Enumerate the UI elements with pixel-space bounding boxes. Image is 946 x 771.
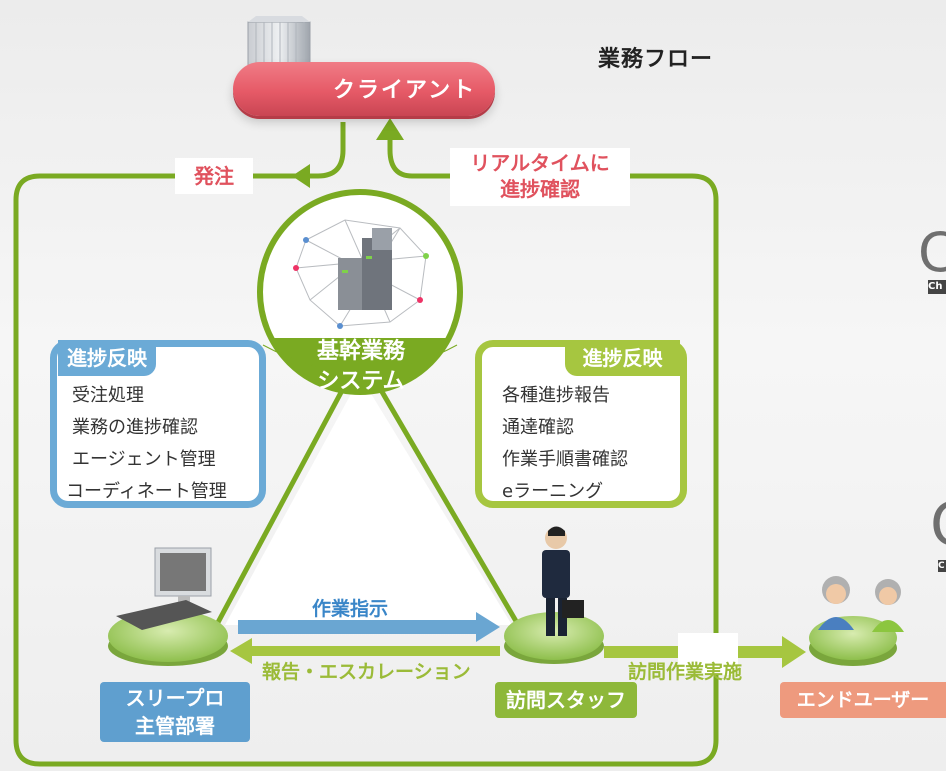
clipped-tag-fragment-2: C [938, 560, 946, 572]
report-escalation-label: 報告・エスカレーション [262, 661, 471, 683]
right-card-item: eラーニング [502, 481, 604, 502]
core-system-label: 基幹業務 システム [286, 337, 436, 397]
triangle-right-edge [375, 383, 523, 630]
clipped-heading-fragment-2: C [930, 485, 946, 565]
visit-label-highlight [678, 633, 738, 675]
realtime-arrow-line [387, 132, 450, 179]
right-card-header: 進捗反映 [565, 340, 680, 376]
report-arrowhead [230, 638, 252, 664]
order-arrowhead [292, 164, 310, 188]
client-pill [233, 62, 495, 116]
realtime-check-label: リアルタイムに 進捗確認 [450, 148, 630, 206]
work-instruction-label: 作業指示 [312, 598, 389, 620]
left-card-item: エージェント管理 [72, 449, 216, 470]
client-label: クライアント [333, 78, 477, 103]
order-arrow-line [300, 122, 346, 179]
clipped-tag-fragment: Ch [928, 280, 946, 294]
clipped-heading-fragment: C [918, 228, 946, 278]
end-user-label: エンドユーザー [780, 682, 946, 718]
server-icon [338, 228, 392, 310]
realtime-arrowhead [376, 118, 404, 140]
right-card-item: 各種進捗報告 [502, 385, 610, 406]
report-arrow-shaft [250, 646, 500, 656]
core-label-band [272, 338, 448, 391]
computer-icon [116, 547, 212, 630]
work-instruction-arrow-shaft [238, 620, 478, 634]
threepro-line2: 主管部署 [135, 714, 215, 738]
left-card-item: 業務の進捗確認 [72, 417, 198, 438]
threepro-department-label: スリープロ 主管部署 [100, 682, 250, 742]
page-title: 業務フロー [598, 47, 714, 72]
work-instruction-arrowhead [476, 612, 500, 642]
flow-frame [13, 173, 719, 767]
right-card-item: 作業手順書確認 [502, 449, 628, 470]
left-card-header: 進捗反映 [58, 340, 156, 376]
triangle-fill [225, 392, 512, 625]
triangle-left-edge [212, 383, 348, 630]
order-label: 発注 [175, 158, 253, 194]
visit-work-label: 訪問作業実施 [628, 661, 743, 683]
left-card-item: コーディネート管理 [66, 481, 227, 502]
right-card-item: 通達確認 [502, 417, 574, 438]
threepro-line1: スリープロ [125, 686, 225, 710]
core-system-line2: システム [317, 369, 405, 394]
visit-arrowhead [782, 636, 806, 668]
realtime-line2: 進捗確認 [500, 177, 580, 201]
end-user-couple-icon [818, 576, 904, 632]
visit-staff-label: 訪問スタッフ [495, 682, 637, 718]
realtime-line1: リアルタイムに [470, 151, 610, 175]
left-card-item: 受注処理 [72, 385, 144, 406]
business-person-icon [542, 526, 584, 636]
core-system-line1: 基幹業務 [316, 339, 405, 364]
